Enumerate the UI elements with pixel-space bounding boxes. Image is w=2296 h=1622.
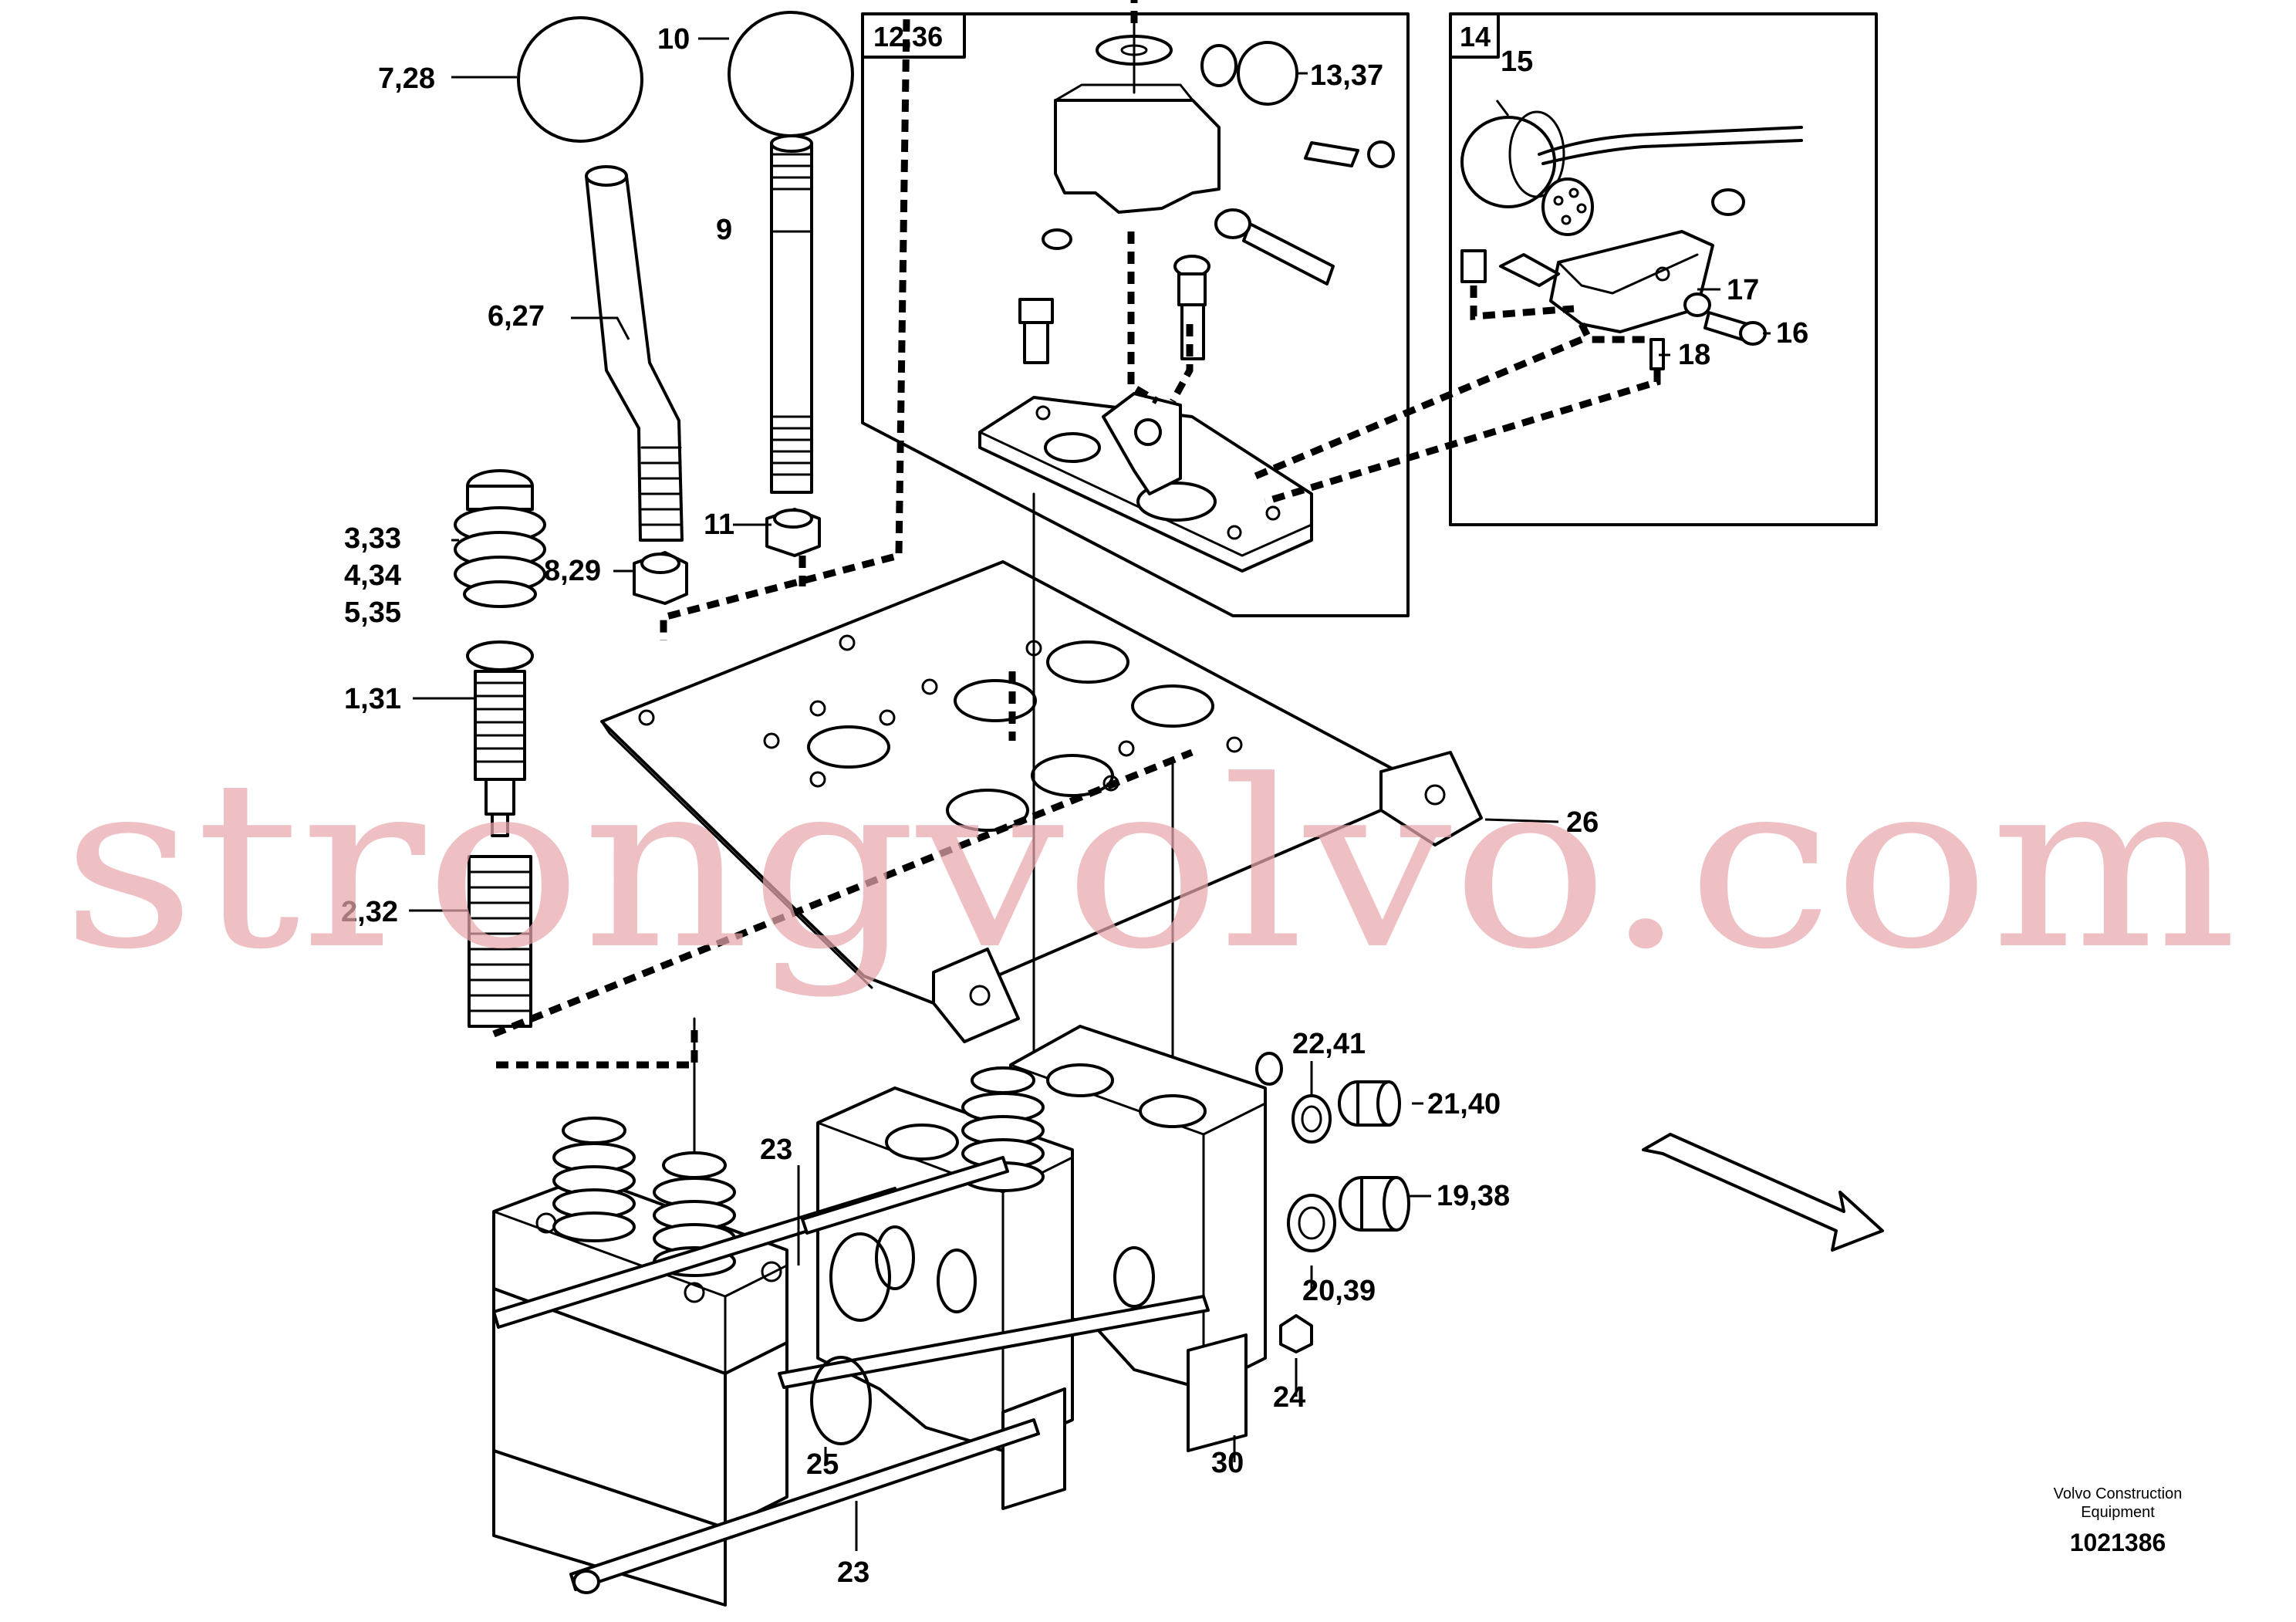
callout-30: 30	[1211, 1447, 1244, 1479]
knob-7-28	[517, 16, 643, 143]
plug-19-38	[1339, 1176, 1410, 1232]
nut-24	[1279, 1314, 1313, 1353]
small-washer-upper	[1255, 1052, 1283, 1086]
callout-26: 26	[1566, 806, 1599, 839]
spring-cap-assembly-3-4-5	[454, 469, 546, 608]
plunger-1-31	[466, 640, 534, 837]
callout-23-upper: 23	[760, 1134, 792, 1166]
callout-3-33: 3,33	[344, 522, 401, 555]
plug-21-40	[1338, 1080, 1401, 1127]
callout-4-34: 4,34	[344, 559, 401, 592]
watermark-text: strongvolvo.com	[62, 731, 2237, 1000]
callout-23-lower: 23	[837, 1556, 869, 1589]
inset-box-12-36	[861, 0, 1410, 617]
o-ring-25	[810, 1232, 891, 1445]
nut-8-29	[633, 551, 688, 605]
seal-22-41	[1292, 1094, 1332, 1144]
credit-line-1: Volvo Construction	[2054, 1485, 2183, 1502]
straight-lever-9	[770, 134, 813, 494]
mounting-plate-26	[600, 560, 1483, 1043]
callout-11: 11	[704, 509, 734, 541]
callout-2-32: 2,32	[341, 896, 398, 928]
callout-13-37: 13,37	[1310, 59, 1383, 92]
nut-11	[765, 508, 821, 557]
direction-arrow-icon	[1642, 1133, 1884, 1252]
knob-10	[728, 11, 854, 137]
callout-15: 15	[1501, 46, 1533, 78]
tie-rod-23-lower	[569, 1295, 1210, 1594]
document-number: 1021386	[2070, 1529, 2166, 1556]
callout-labels: 7,28 10 12,36 13,37 14 15 9 6,27 17 16 1…	[341, 21, 1808, 1589]
leader-lines	[409, 37, 1771, 1551]
callout-7-28: 7,28	[378, 63, 435, 95]
callout-8-29: 8,29	[544, 555, 601, 587]
callout-12-36: 12,36	[873, 21, 943, 52]
callout-20-39: 20,39	[1302, 1275, 1376, 1307]
callout-18: 18	[1678, 339, 1710, 371]
bent-lever-6-27	[585, 165, 684, 542]
callout-1-31: 1,31	[344, 683, 401, 715]
callout-17: 17	[1727, 274, 1759, 306]
spring-2-32	[468, 855, 532, 1028]
callout-10: 10	[657, 23, 690, 56]
callout-16: 16	[1776, 317, 1808, 350]
valve-spring-mid-left	[653, 1151, 736, 1277]
callout-21-40: 21,40	[1427, 1088, 1501, 1120]
callout-9: 9	[716, 214, 732, 246]
callout-24: 24	[1273, 1381, 1305, 1414]
callout-6-27: 6,27	[488, 300, 545, 333]
callout-5-35: 5,35	[344, 596, 401, 629]
callout-25: 25	[806, 1448, 839, 1481]
valve-spring-left	[552, 1117, 636, 1242]
callout-14: 14	[1460, 21, 1491, 52]
callout-19-38: 19,38	[1437, 1180, 1510, 1212]
callout-22-41: 22,41	[1292, 1028, 1366, 1060]
seal-20-39	[1287, 1194, 1336, 1252]
inset-box-14	[1248, 12, 1878, 526]
credit-line-2: Equipment	[2081, 1504, 2155, 1521]
